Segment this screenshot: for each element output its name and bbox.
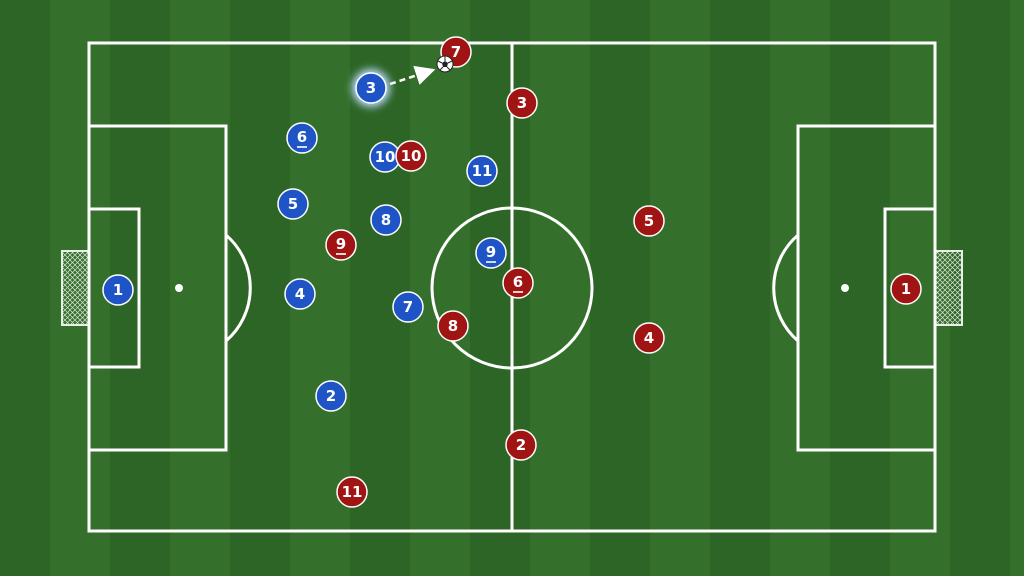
player-marker	[286, 122, 318, 154]
player-marker	[355, 72, 387, 104]
right-penalty-spot	[841, 284, 849, 292]
red-player-6[interactable]: 6	[502, 267, 534, 299]
player-number: 9	[486, 243, 496, 261]
player-number: 3	[366, 79, 376, 97]
blue-player-5[interactable]: 5	[277, 188, 309, 220]
player-number: 10	[401, 147, 422, 165]
player-number: 3	[517, 94, 527, 112]
blue-player-2[interactable]: 2	[315, 380, 347, 412]
player-number: 1	[901, 280, 911, 298]
player-marker	[502, 267, 534, 299]
player-number: 5	[288, 195, 298, 213]
player-marker	[395, 140, 427, 172]
left-penalty-spot	[175, 284, 183, 292]
right-goal-area	[883, 207, 937, 369]
player-marker	[437, 310, 469, 342]
red-player-10[interactable]: 10	[395, 140, 427, 172]
blue-player-10[interactable]: 10	[369, 141, 401, 173]
player-number: 7	[403, 298, 413, 316]
grass-stripe	[650, 0, 710, 576]
player-number: 2	[326, 387, 336, 405]
player-marker	[284, 278, 316, 310]
player-marker	[102, 274, 134, 306]
player-number: 2	[516, 436, 526, 454]
player-marker	[336, 476, 368, 508]
player-marker	[325, 229, 357, 261]
player-number: 8	[381, 211, 391, 229]
red-player-9[interactable]: 9	[325, 229, 357, 261]
blue-player-4[interactable]: 4	[284, 278, 316, 310]
player-marker	[633, 205, 665, 237]
player-number: 11	[472, 162, 493, 180]
player-number: 10	[375, 148, 396, 166]
player-marker	[315, 380, 347, 412]
pass-arrow	[389, 65, 436, 86]
soccer-ball-icon	[436, 55, 454, 73]
red-player-4[interactable]: 4	[633, 322, 665, 354]
player-number: 6	[297, 128, 307, 146]
player-number: 9	[336, 235, 346, 253]
player-number: 8	[448, 317, 458, 335]
player-number: 6	[513, 273, 523, 291]
player-number: 1	[113, 281, 123, 299]
red-player-5[interactable]: 5	[633, 205, 665, 237]
player-marker	[475, 237, 507, 269]
grass-stripe	[770, 0, 830, 576]
player-marker	[370, 204, 402, 236]
player-marker	[890, 273, 922, 305]
blue-player-1[interactable]: 1	[102, 274, 134, 306]
red-player-1[interactable]: 1	[890, 273, 922, 305]
blue-player-6[interactable]: 6	[286, 122, 318, 154]
right-goal-net	[934, 250, 963, 326]
red-player-8[interactable]: 8	[437, 310, 469, 342]
player-marker	[633, 322, 665, 354]
grass-stripe	[530, 0, 590, 576]
blue-player-8[interactable]: 8	[370, 204, 402, 236]
blue-player-11[interactable]: 11	[466, 155, 498, 187]
right-penalty-arc	[772, 233, 799, 343]
player-number: 11	[342, 483, 363, 501]
center-circle	[430, 206, 594, 370]
blue-player-7[interactable]: 7	[392, 291, 424, 323]
red-player-3[interactable]: 3	[506, 87, 538, 119]
blue-player-3[interactable]: 3	[352, 69, 390, 107]
player-number: 4	[295, 285, 305, 303]
player-number: 7	[451, 43, 461, 61]
left-penalty-arc	[225, 233, 252, 343]
player-marker	[505, 429, 537, 461]
red-player-2[interactable]: 2	[505, 429, 537, 461]
player-number: 4	[644, 329, 654, 347]
grass-stripe	[410, 0, 470, 576]
left-goal-net	[61, 250, 90, 326]
player-marker	[466, 155, 498, 187]
left-goal-area	[87, 207, 141, 369]
player-number: 5	[644, 212, 654, 230]
player-marker	[277, 188, 309, 220]
player-marker	[392, 291, 424, 323]
red-player-11[interactable]: 11	[336, 476, 368, 508]
blue-player-9[interactable]: 9	[475, 237, 507, 269]
grass-stripe	[1010, 0, 1024, 576]
player-marker	[506, 87, 538, 119]
